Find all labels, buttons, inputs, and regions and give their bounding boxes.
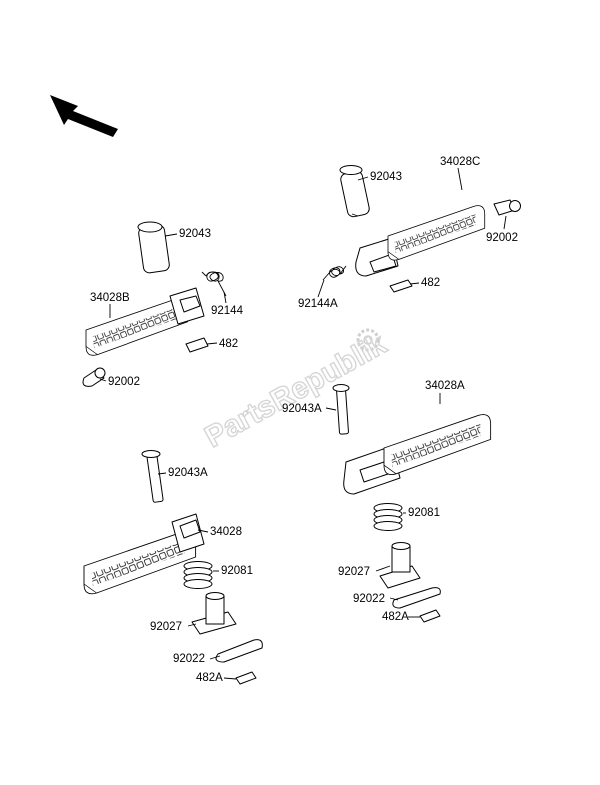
callout-482a-lower-right: 482A	[382, 611, 409, 623]
callout-34028a: 34028A	[425, 380, 465, 392]
plate-92022-lower-right	[392, 587, 441, 609]
callout-34028: 34028	[210, 526, 242, 538]
pin-92043-upper-left	[137, 221, 170, 274]
clip-482a-lower-right	[419, 609, 441, 623]
callout-92043-upper-right: 92043	[370, 171, 402, 183]
clip-482-upper-left	[185, 337, 209, 353]
callout-92144a: 92144A	[298, 298, 338, 310]
spring-92081-lower-left	[183, 561, 213, 589]
pin-92043a-lower-left	[141, 450, 164, 503]
callout-92002-upper-left: 92002	[108, 376, 140, 388]
clip-482a-lower-left	[235, 671, 257, 685]
callout-34028b: 34028B	[90, 292, 130, 304]
callout-92043-upper-left: 92043	[179, 228, 211, 240]
bolt-92002-upper-left	[82, 367, 106, 387]
footpeg-34028c	[355, 205, 486, 277]
callout-482-upper-left: 482	[219, 338, 238, 350]
gear-watermark-icon	[356, 328, 380, 352]
bracket-92027-lower-left	[191, 592, 237, 635]
spring-92081-lower-right	[373, 503, 403, 531]
pin-92043a-lower-right	[332, 384, 350, 435]
callout-92043a-lower-left: 92043A	[168, 467, 208, 479]
bolt-92002-upper-right	[493, 199, 521, 216]
callout-92027-lower-right: 92027	[338, 566, 370, 578]
callout-92043a-lower-right: 92043A	[282, 403, 322, 415]
plate-92022-lower-left	[215, 639, 263, 663]
callout-92002-upper-right: 92002	[486, 232, 518, 244]
callout-92022-lower-right: 92022	[353, 593, 385, 605]
footpeg-34028b	[85, 287, 205, 356]
callout-92027-lower-left: 92027	[150, 621, 182, 633]
footpeg-34028a	[343, 414, 492, 495]
callout-92081-lower-left: 92081	[221, 565, 253, 577]
spring-92144a	[322, 265, 347, 281]
spring-92144	[201, 271, 227, 297]
clip-482-upper-right	[389, 279, 413, 293]
callout-482a-lower-left: 482A	[196, 672, 223, 684]
direction-arrow-icon	[50, 95, 118, 137]
callout-34028c: 34028C	[440, 156, 480, 168]
callout-92022-lower-left: 92022	[173, 653, 205, 665]
callout-92081-lower-right: 92081	[408, 507, 440, 519]
bracket-92027-lower-right	[379, 542, 421, 589]
callout-482-upper-right: 482	[421, 277, 440, 289]
callout-92144: 92144	[211, 305, 244, 317]
footpeg-34028	[83, 513, 205, 595]
pin-92043-upper-right	[339, 165, 370, 218]
